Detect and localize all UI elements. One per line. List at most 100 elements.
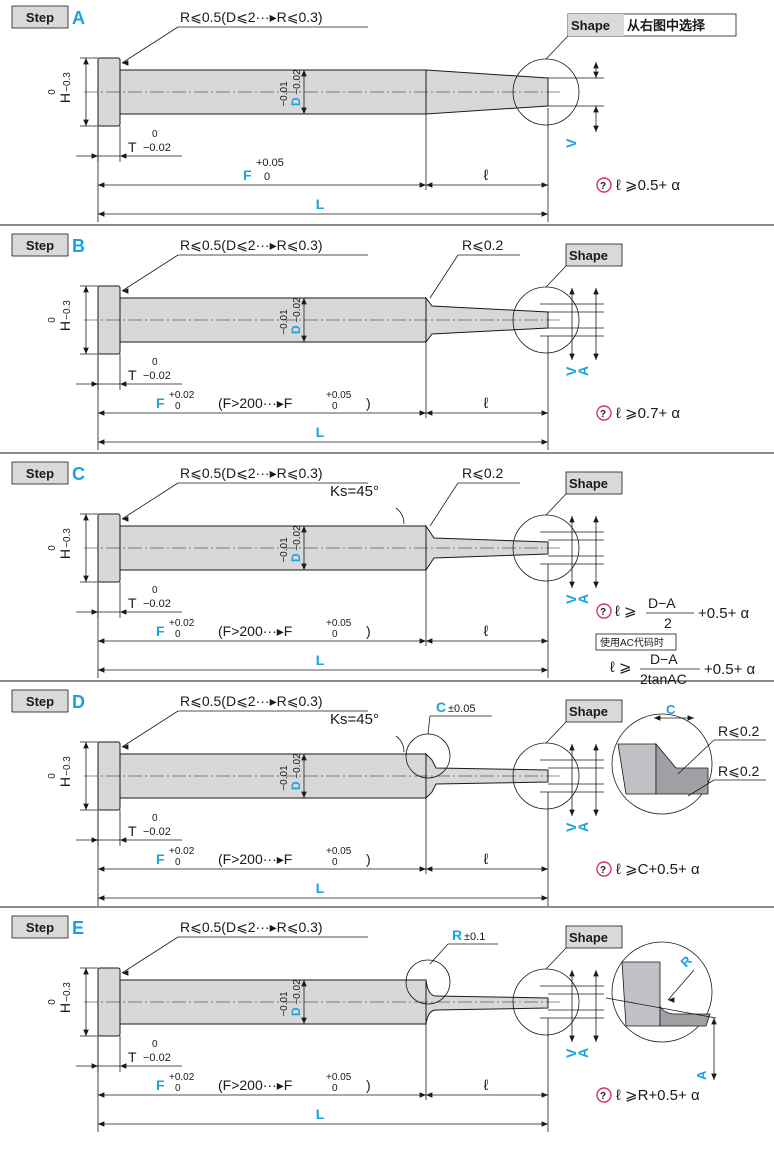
arrowhead (569, 809, 575, 816)
shape-label: Shape (569, 930, 608, 945)
t-letter: T (128, 595, 137, 611)
arrowhead (419, 410, 426, 416)
tip-icon-glyph: ? (600, 607, 606, 618)
arrowhead (593, 106, 599, 113)
arrowhead (593, 516, 599, 523)
arrowhead (83, 58, 89, 65)
f-letter: F (156, 851, 165, 867)
arrowhead (569, 744, 575, 751)
f-tol-top: +0.05 (256, 157, 284, 169)
f-close: ) (366, 1077, 371, 1093)
shape-leader (545, 35, 569, 60)
arrowhead (541, 211, 548, 217)
detail-r2-leader (687, 779, 715, 797)
formula2-suffix: +0.5+ α (704, 661, 756, 678)
shape-leader (545, 721, 567, 744)
arrowhead (98, 667, 105, 673)
arrowhead (83, 742, 89, 749)
tip-r-note: R⩽0.2 (462, 237, 504, 253)
h-tol-top: 0 (47, 773, 58, 779)
f-tol-top: +0.02 (169, 1072, 195, 1083)
d-tol-bottom: −0.02 (292, 69, 303, 95)
h-tol-bottom: −0.3 (62, 528, 73, 548)
arrowhead (541, 1121, 548, 1127)
shape-leader (545, 947, 567, 970)
f-close: ) (366, 623, 371, 639)
arrowhead (593, 970, 599, 977)
arrowhead (120, 1063, 127, 1069)
arrowhead (122, 60, 129, 66)
step-label: Step (26, 10, 54, 25)
tip-r-leader (429, 254, 459, 299)
arrowhead (83, 803, 89, 810)
a-detail-letter: A (694, 1070, 709, 1080)
radius-leader (121, 26, 179, 64)
arrowhead (593, 581, 599, 588)
h-letter: H (57, 1003, 73, 1013)
tip-icon-glyph: ? (600, 865, 606, 876)
c-tol: ±0.05 (448, 703, 475, 715)
arrowhead (301, 298, 307, 305)
a-letter: A (575, 1048, 591, 1058)
ell-letter: ℓ (484, 395, 489, 412)
arrowhead (98, 410, 105, 416)
r-leader (429, 943, 449, 965)
d-tol-top: −0.01 (279, 765, 290, 791)
radius-note: R⩽0.5(D⩽2···▸R⩽0.3) (180, 9, 323, 25)
detail-r2: R⩽0.2 (718, 763, 760, 779)
arrowhead (83, 968, 89, 975)
d-tol-top: −0.01 (279, 309, 290, 335)
arrowhead (301, 791, 307, 798)
tip-icon-glyph: ? (600, 1091, 606, 1102)
arrowhead (569, 1035, 575, 1042)
formula-text: ℓ ⩾R+0.5+ α (616, 1087, 700, 1104)
arrowhead (593, 744, 599, 751)
radius-note: R⩽0.5(D⩽2···▸R⩽0.3) (180, 919, 323, 935)
step-label: Step (26, 920, 54, 935)
radius-detail: RA (605, 941, 717, 1080)
arrowhead (419, 182, 426, 188)
arrowhead (83, 347, 89, 354)
shape-label: Shape (571, 18, 610, 33)
h-letter: H (57, 777, 73, 787)
ks-arc (395, 735, 405, 753)
f-condition: (F>200···▸F (218, 1077, 292, 1093)
ell-letter: ℓ (484, 623, 489, 640)
l-letter: L (316, 880, 325, 896)
step-letter: D (72, 692, 85, 712)
step-label-box (11, 915, 69, 939)
arrowhead (301, 563, 307, 570)
shape-leader (545, 493, 567, 516)
arrowhead (426, 182, 433, 188)
step-label-box (11, 461, 69, 485)
d-letter: D (289, 1007, 303, 1016)
f-letter: F (156, 623, 165, 639)
t-tol-bottom: −0.02 (143, 826, 171, 838)
f-close: ) (366, 395, 371, 411)
arrowhead (301, 335, 307, 342)
h-tol-top: 0 (47, 317, 58, 323)
arrowhead (711, 1073, 717, 1080)
shape-label: Shape (569, 704, 608, 719)
arrowhead (426, 638, 433, 644)
h-letter: H (57, 93, 73, 103)
f-cond-tol-top: +0.05 (326, 846, 352, 857)
a-letter: A (575, 822, 591, 832)
r-detail-circle (405, 959, 451, 1005)
radius-leader (121, 710, 179, 748)
r-tol: ±0.1 (464, 931, 485, 943)
formula-prefix: ℓ ⩾ (615, 603, 637, 620)
v-letter: V (563, 138, 579, 148)
h-tol-top: 0 (47, 89, 58, 95)
frac2-top: D−A (650, 651, 678, 667)
arrowhead (98, 895, 105, 901)
frac-bottom: 2 (664, 615, 672, 631)
arrowhead (83, 286, 89, 293)
h-letter: H (57, 321, 73, 331)
detail-taper-line (605, 997, 717, 1019)
step-label-box (11, 233, 69, 257)
t-letter: T (128, 367, 137, 383)
arrowhead (122, 970, 129, 976)
